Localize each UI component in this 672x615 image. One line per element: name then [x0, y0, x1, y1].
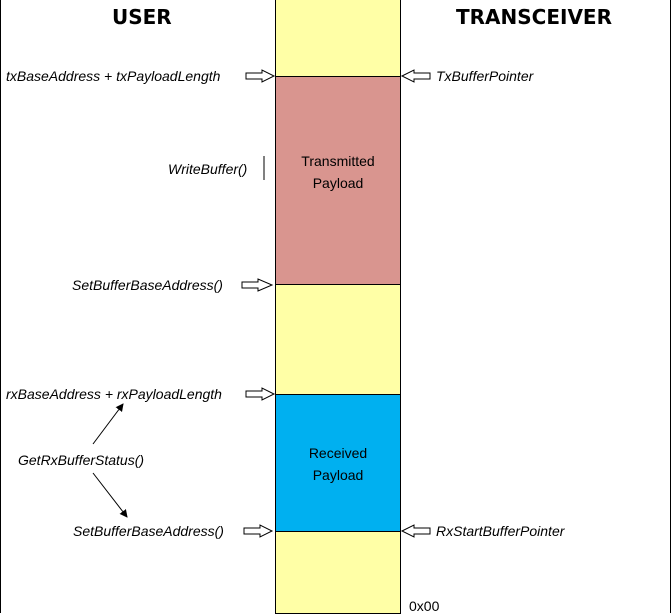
get-rx-buffer-status-label: GetRxBufferStatus() [18, 452, 145, 468]
transmitted-payload-block [275, 76, 401, 285]
tx-buffer-pointer-arrow [400, 69, 431, 83]
transceiver-header: TRANSCEIVER [456, 5, 612, 29]
left-divider [0, 0, 1, 613]
right-divider [670, 0, 671, 613]
get-rx-status-down-arrow [92, 472, 128, 518]
set-base-rx-pointer-arrow [243, 524, 274, 538]
rx-start-buffer-pointer-label: RxStartBufferPointer [436, 523, 565, 539]
set-buffer-base-address-tx-label: SetBufferBaseAddress() [72, 277, 223, 293]
transmitted-line-1: Transmitted [301, 153, 375, 169]
received-line-1: Received [308, 445, 368, 461]
received-line-2: Payload [312, 467, 364, 483]
tx-end-address-label: txBaseAddress + txPayloadLength [6, 68, 221, 84]
origin-address-label: 0x00 [409, 598, 440, 614]
rx-end-pointer-arrow [245, 387, 276, 401]
set-base-tx-pointer-arrow [241, 278, 274, 292]
user-header: USER [112, 5, 172, 29]
tx-buffer-pointer-label: TxBufferPointer [436, 68, 534, 84]
received-payload-block [275, 394, 401, 532]
write-buffer-label: WriteBuffer() [168, 161, 248, 177]
rx-end-address-label: rxBaseAddress + rxPayloadLength [6, 386, 222, 402]
set-buffer-base-address-rx-label: SetBufferBaseAddress() [73, 523, 224, 539]
tx-end-pointer-arrow [245, 69, 276, 83]
rx-start-buffer-pointer-arrow [400, 524, 431, 538]
transmitted-line-2: Payload [312, 175, 364, 191]
get-rx-status-up-arrow [92, 403, 124, 445]
transmitted-payload-label: Transmitted Payload [275, 150, 401, 194]
received-payload-label: Received Payload [275, 442, 401, 486]
